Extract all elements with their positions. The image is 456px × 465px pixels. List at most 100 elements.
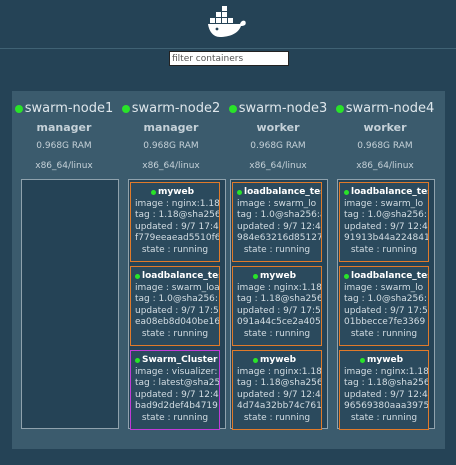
task-name: loadbalance_tes xyxy=(351,187,429,197)
docker-whale-icon xyxy=(208,6,246,37)
task-image: image : swarm_lo xyxy=(344,282,424,293)
node-name: swarm-node3 xyxy=(226,101,330,116)
task-state: state : running xyxy=(243,244,311,255)
task-tag: tag : 1.18@sha256 xyxy=(344,378,429,388)
task-updated: updated : 9/7 17:4 xyxy=(135,221,219,232)
task-tag: tag : 1.0@sha256: xyxy=(344,210,427,220)
node-role: worker xyxy=(256,121,300,134)
node-ram: 0.968G RAM xyxy=(250,141,306,151)
task-status-dot xyxy=(360,358,365,364)
task-image: image : swarm_lo xyxy=(237,198,317,209)
node-name-label: swarm-node2 xyxy=(131,101,221,116)
task-updated: updated : 9/7 12:4 xyxy=(237,389,321,400)
filter-containers-input[interactable] xyxy=(169,51,289,66)
node-task-list: myweb image : nginx:1.18 tag : 1.18@sha2… xyxy=(128,179,226,430)
node-ram: 0.968G RAM xyxy=(143,141,199,151)
task-card[interactable]: myweb image : nginx:1.18 tag : 1.18@sha2… xyxy=(339,350,429,430)
task-updated: updated : 9/7 12:4 xyxy=(344,221,428,232)
node-platform: x86_64/linux xyxy=(249,161,307,171)
task-status-dot xyxy=(253,274,258,280)
node-status-dot xyxy=(335,104,344,113)
task-state: state : running xyxy=(141,328,209,339)
task-card[interactable]: loadbalance_tes image : swarm_loa tag : … xyxy=(130,266,220,346)
node-name-label: swarm-node1 xyxy=(24,101,114,116)
task-id: 91913b44a224841 xyxy=(344,233,429,243)
task-image: image : nginx:1.18 xyxy=(135,198,220,209)
task-state: state : running xyxy=(141,244,209,255)
node-column-swarm-node2: swarm-node2 manager 0.968G RAM x86_64/li… xyxy=(119,91,226,449)
node-role: manager xyxy=(36,121,92,134)
task-status-dot xyxy=(135,274,140,280)
node-name: swarm-node1 xyxy=(12,101,116,116)
task-id: 96569380aaa3975 xyxy=(344,401,429,411)
task-id: ea08eb8d040be16 xyxy=(135,317,220,327)
task-name: loadbalance_tes xyxy=(351,271,429,281)
node-name: swarm-node2 xyxy=(119,101,223,116)
task-tag: tag : 1.0@sha256: xyxy=(344,294,427,304)
task-name: myweb xyxy=(367,355,404,365)
task-name: loadbalance_tes xyxy=(244,187,322,197)
task-card[interactable]: myweb image : nginx:1.18 tag : 1.18@sha2… xyxy=(130,182,220,262)
node-name-label: swarm-node3 xyxy=(238,101,328,116)
task-status-dot xyxy=(135,358,140,364)
node-ram: 0.968G RAM xyxy=(36,141,92,151)
task-id: 091a44c5ce2a405 xyxy=(237,317,321,327)
task-status-dot xyxy=(253,358,258,364)
task-image: image : nginx:1.18 xyxy=(237,366,322,377)
task-name: myweb xyxy=(260,271,297,281)
task-card[interactable]: myweb image : nginx:1.18 tag : 1.18@sha2… xyxy=(232,266,322,346)
task-card[interactable]: loadbalance_tes image : swarm_lo tag : 1… xyxy=(339,182,429,262)
node-platform: x86_64/linux xyxy=(142,161,200,171)
task-card[interactable]: loadbalance_tes image : swarm_lo tag : 1… xyxy=(232,182,322,262)
task-id: 4d74a32bb74c761 xyxy=(237,401,322,411)
cluster-panel: swarm-node1 manager 0.968G RAM x86_64/li… xyxy=(12,91,445,449)
node-status-dot xyxy=(14,104,23,113)
task-updated: updated : 9/7 12:4 xyxy=(344,389,428,400)
task-card[interactable]: Swarm_Cluster image : visualizer: tag : … xyxy=(130,350,220,430)
node-column-swarm-node4: swarm-node4 worker 0.968G RAM x86_64/lin… xyxy=(333,91,437,449)
task-tag: tag : 1.18@sha256 xyxy=(237,378,322,388)
task-id: 984e63216d85127 xyxy=(237,233,322,243)
task-status-dot xyxy=(344,274,349,280)
node-task-list xyxy=(21,179,119,429)
task-state: state : running xyxy=(243,412,311,423)
task-updated: updated : 9/7 17:5 xyxy=(344,305,428,316)
task-name: myweb xyxy=(260,355,297,365)
task-status-dot xyxy=(151,190,156,196)
task-state: state : running xyxy=(350,244,418,255)
task-updated: updated : 9/7 17:5 xyxy=(135,305,219,316)
task-status-dot xyxy=(344,190,349,196)
task-image: image : swarm_lo xyxy=(344,198,424,209)
task-tag: tag : latest@sha25 xyxy=(135,378,220,388)
node-name: swarm-node4 xyxy=(333,101,437,116)
task-id: f779eeaead5510f6 xyxy=(135,233,220,243)
task-state: state : running xyxy=(141,412,209,423)
task-updated: updated : 9/7 12:4 xyxy=(237,221,321,232)
task-card[interactable]: loadbalance_tes image : swarm_lo tag : 1… xyxy=(339,266,429,346)
node-role: manager xyxy=(143,121,199,134)
node-name-label: swarm-node4 xyxy=(345,101,435,116)
task-id: bad9d2def4b4719 xyxy=(135,401,218,411)
node-status-dot xyxy=(228,104,237,113)
task-updated: updated : 9/7 17:5 xyxy=(237,305,321,316)
node-status-dot xyxy=(121,104,130,113)
task-id: 01bbecce7fe3369 xyxy=(344,317,426,327)
node-ram: 0.968G RAM xyxy=(357,141,413,151)
task-tag: tag : 1.0@sha256:a xyxy=(237,210,322,220)
node-role: worker xyxy=(363,121,407,134)
task-name: myweb xyxy=(158,187,195,197)
task-tag: tag : 1.18@sha256 xyxy=(237,294,322,304)
task-status-dot xyxy=(237,190,242,196)
task-card[interactable]: myweb image : nginx:1.18 tag : 1.18@sha2… xyxy=(232,350,322,430)
task-image: image : visualizer: xyxy=(135,366,218,377)
node-platform: x86_64/linux xyxy=(35,161,93,171)
task-state: state : running xyxy=(243,328,311,339)
task-state: state : running xyxy=(350,328,418,339)
task-updated: updated : 9/7 12:4 xyxy=(135,389,219,400)
node-task-list: loadbalance_tes image : swarm_lo tag : 1… xyxy=(230,179,328,430)
node-task-list: loadbalance_tes image : swarm_lo tag : 1… xyxy=(337,179,435,430)
node-column-swarm-node1: swarm-node1 manager 0.968G RAM x86_64/li… xyxy=(12,91,119,449)
task-name: Swarm_Cluster xyxy=(142,355,218,365)
top-bar xyxy=(0,0,456,49)
task-name: loadbalance_tes xyxy=(142,271,220,281)
